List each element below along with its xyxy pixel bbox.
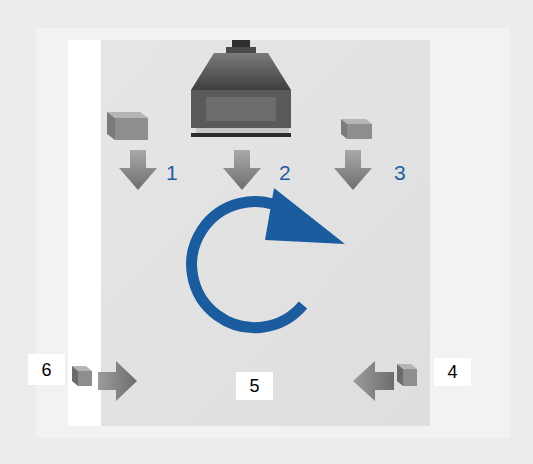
supply-unit	[107, 112, 148, 140]
airflow-arrow	[334, 150, 372, 190]
supply-unit	[72, 366, 92, 386]
callout-number: 4	[434, 358, 471, 386]
supply-unit	[341, 119, 372, 139]
room-panel	[68, 40, 430, 426]
frame	[36, 28, 510, 438]
supply-unit	[397, 364, 417, 386]
callout-number: 2	[279, 162, 291, 183]
circulation-arrow	[192, 188, 345, 328]
callout-number: 5	[236, 372, 273, 400]
wall-strip	[68, 40, 101, 426]
airflow-arrow	[119, 150, 157, 190]
airflow-arrow	[223, 150, 261, 190]
airflow-arrow	[353, 361, 394, 401]
callout-number: 3	[394, 162, 406, 183]
callout-number: 1	[166, 162, 178, 183]
extractor-hood	[191, 40, 291, 137]
callout-number: 6	[28, 354, 65, 385]
airflow-arrow	[98, 361, 137, 401]
